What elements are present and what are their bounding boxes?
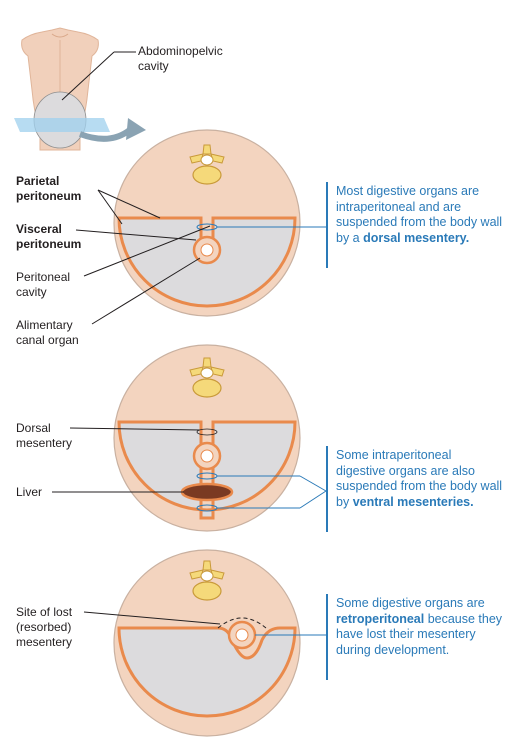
caption-bar-1	[326, 182, 328, 268]
label-visceral-peritoneum: Visceral peritoneum	[16, 222, 82, 251]
arrow-head	[126, 118, 146, 140]
cross-section-2	[113, 344, 301, 532]
caption-2: Some intraperitoneal digestive organs ar…	[336, 448, 503, 509]
cross-section-1	[113, 129, 301, 317]
caption-bar-3	[326, 594, 328, 680]
caption-bar-2	[326, 446, 328, 532]
caption-pointers	[217, 226, 327, 636]
label-dorsal-mesentery: Dorsal mesentery	[16, 421, 73, 450]
label-alimentary-canal-organ: Alimentary canal organ	[16, 318, 79, 347]
label-parietal-peritoneum: Parietal peritoneum	[16, 174, 82, 203]
label-abdominopelvic-cavity: Abdominopelvic cavity	[138, 44, 223, 73]
cross-section-3	[113, 549, 301, 737]
liver-shape	[180, 482, 234, 502]
label-peritoneal-cavity: Peritoneal cavity	[16, 270, 71, 299]
label-site-of-lost-mesentery: Site of lost (resorbed) mesentery	[16, 605, 73, 649]
label-liver: Liver	[16, 485, 43, 499]
caption-3: Some digestive organs are retroperitonea…	[336, 596, 503, 657]
caption-1: Most digestive organs are intraperitonea…	[336, 184, 503, 245]
section-plane	[14, 118, 110, 132]
leader-lines	[52, 51, 221, 625]
